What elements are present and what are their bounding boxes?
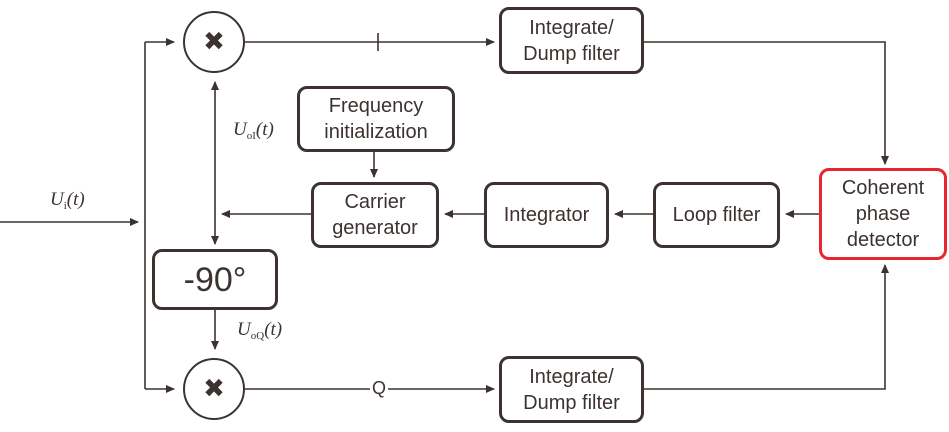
input-signal-label: Ui(t): [50, 189, 85, 212]
q-branch-label: Q: [370, 378, 389, 399]
carrier-generator-block: Carrier generator: [311, 182, 439, 248]
u-oq-label: UoQ(t): [237, 319, 283, 342]
q-to-detector-line: [644, 264, 889, 390]
coherent-phase-detector-block: Coherent phase detector: [819, 168, 947, 260]
frequency-initialization-block: Frequency initialization: [297, 86, 455, 152]
loop-filter-block: Loop filter: [653, 182, 780, 248]
integrate-dump-filter-bottom: Integrate/ Dump filter: [499, 356, 644, 423]
bottom-multiplier-icon: ✖: [183, 358, 245, 420]
integrator-block: Integrator: [484, 182, 609, 248]
phase-shift-block: -90°: [152, 249, 278, 310]
i-to-detector-line: [644, 41, 889, 165]
integrate-dump-filter-top: Integrate/ Dump filter: [499, 7, 644, 74]
top-multiplier-icon: ✖: [183, 11, 245, 73]
u-oi-label: UoI(t): [233, 119, 274, 142]
